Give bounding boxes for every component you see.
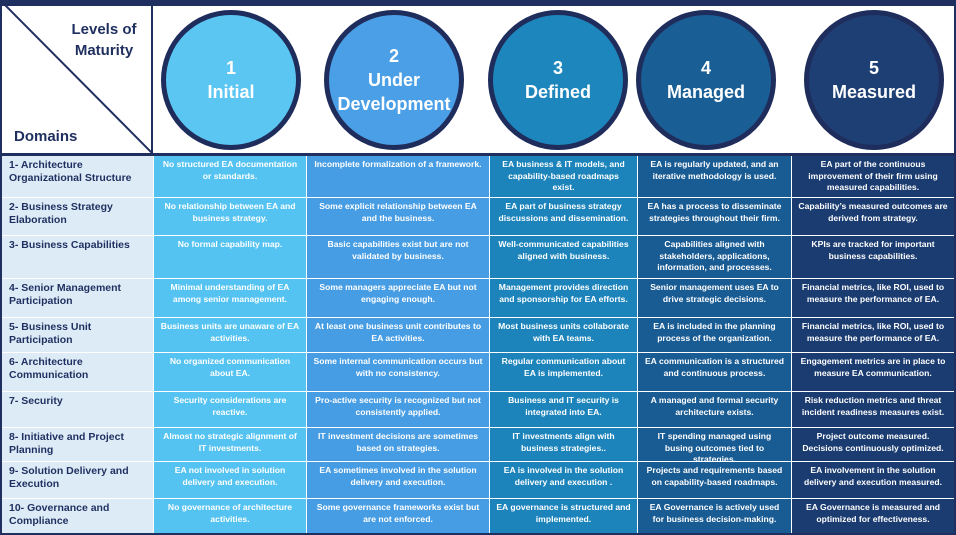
level-2-number: 2 [388,46,399,66]
level-1-name: Initial [207,82,255,102]
maturity-cell-level-3: Regular communication about EA is implem… [489,353,637,392]
header-divider [2,153,954,156]
maturity-cell-level-2: Some governance frameworks exist but are… [306,499,489,533]
maturity-cell-level-4: EA Governance is actively used for busin… [637,499,791,533]
maturity-cell-level-2: EA sometimes involved in the solution de… [306,462,489,499]
maturity-cell-level-2: Some managers appreciate EA but not enga… [306,279,489,318]
maturity-cell-level-5: EA involvement in the solution delivery … [791,462,954,499]
level-3-circle: 3 Defined [488,10,628,150]
maturity-cell-level-5: EA Governance is measured and optimized … [791,499,954,533]
table-row: 1- Architecture Organizational Structure… [2,156,954,198]
maturity-cell-level-4: EA is regularly updated, and an iterativ… [637,156,791,198]
maturity-cell-level-1: Security considerations are reactive. [153,392,306,428]
maturity-cell-level-4: EA is included in the planning process o… [637,318,791,353]
level-4-circle: 4 Managed [636,10,776,150]
level-1-circle: 1 Initial [161,10,301,150]
domain-label: 8- Initiative and Project Planning [2,428,153,462]
maturity-cell-level-5: Risk reduction metrics and threat incide… [791,392,954,428]
levels-of-maturity-label: Levels of Maturity [71,21,137,59]
domains-label: Domains [14,128,78,145]
level-4-name: Managed [666,82,745,102]
maturity-cell-level-2: At least one business unit contributes t… [306,318,489,353]
maturity-cell-level-2: Incomplete formalization of a framework. [306,156,489,198]
maturity-cell-level-5: Engagement metrics are in place to measu… [791,353,954,392]
maturity-cell-level-3: EA governance is structured and implemen… [489,499,637,533]
maturity-cell-level-2: Some explicit relationship between EA an… [306,198,489,236]
level-2-name: Under Development [337,70,451,114]
top-border [2,2,954,6]
domain-label: 4- Senior Management Participation [2,279,153,318]
maturity-cell-level-4: EA has a process to disseminate strategi… [637,198,791,236]
domain-label: 2- Business Strategy Elaboration [2,198,153,236]
maturity-cell-level-5: Financial metrics, like ROI, used to mea… [791,318,954,353]
maturity-cell-level-4: Senior management uses EA to drive strat… [637,279,791,318]
corner-diagonal [2,2,153,154]
domain-label: 3- Business Capabilities [2,236,153,279]
level-4-number: 4 [700,58,711,78]
level-2-circle: 2 Under Development [324,10,464,150]
maturity-cell-level-4: Projects and requirements based on capab… [637,462,791,499]
maturity-cell-level-1: No structured EA documentation or standa… [153,156,306,198]
level-3-number: 3 [552,58,563,78]
level-5-number: 5 [868,58,879,78]
maturity-cell-level-3: Business and IT security is integrated i… [489,392,637,428]
maturity-cell-level-1: No relationship between EA and business … [153,198,306,236]
maturity-cell-level-2: Pro-active security is recognized but no… [306,392,489,428]
maturity-cell-level-5: Financial metrics, like ROI, used to mea… [791,279,954,318]
maturity-cell-level-1: Business units are unaware of EA activit… [153,318,306,353]
level-5-name: Measured [831,82,917,102]
domain-label: 1- Architecture Organizational Structure [2,156,153,198]
maturity-cell-level-3: EA part of business strategy discussions… [489,198,637,236]
maturity-cell-level-4: EA communication is a structured and con… [637,353,791,392]
maturity-cell-level-5: EA part of the continuous improvement of… [791,156,954,198]
maturity-cell-level-3: IT investments align with business strat… [489,428,637,462]
domain-label: 7- Security [2,392,153,428]
domain-label: 5- Business Unit Participation [2,318,153,353]
maturity-cell-level-3: Well-communicated capabilities aligned w… [489,236,637,279]
level-3-name: Defined [524,82,591,102]
maturity-cell-level-3: Most business units collaborate with EA … [489,318,637,353]
domain-label: 9- Solution Delivery and Execution [2,462,153,499]
maturity-cell-level-2: Basic capabilities exist but are not val… [306,236,489,279]
maturity-cell-level-1: Minimal understanding of EA among senior… [153,279,306,318]
maturity-cell-level-4: Capabilities aligned with stakeholders, … [637,236,791,279]
maturity-cell-level-4: A managed and formal security architectu… [637,392,791,428]
maturity-cell-level-2: Some internal communication occurs but w… [306,353,489,392]
maturity-cell-level-1: EA not involved in solution delivery and… [153,462,306,499]
maturity-cell-level-5: KPIs are tracked for important business … [791,236,954,279]
maturity-cell-level-3: EA is involved in the solution delivery … [489,462,637,499]
maturity-cell-level-1: No organized communication about EA. [153,353,306,392]
domain-label: 6- Architecture Communication [2,353,153,392]
level-1-number: 1 [225,58,236,78]
maturity-cell-level-3: Management provides direction and sponso… [489,279,637,318]
maturity-cell-level-1: No formal capability map. [153,236,306,279]
maturity-cell-level-5: Capability’s measured outcomes are deriv… [791,198,954,236]
maturity-cell-level-1: No governance of architecture activities… [153,499,306,533]
maturity-cell-level-3: EA business & IT models, and capability-… [489,156,637,198]
maturity-cell-level-1: Almost no strategic alignment of IT inve… [153,428,306,462]
maturity-cell-level-5: Project outcome measured. Decisions cont… [791,428,954,462]
domain-label: 10- Governance and Compliance [2,499,153,533]
maturity-cell-level-4: IT spending managed using busing outcome… [637,428,791,464]
header-corner: Levels of Maturity Domains [2,2,153,154]
level-5-circle: 5 Measured [804,10,944,150]
maturity-cell-level-2: IT investment decisions are sometimes ba… [306,428,489,462]
